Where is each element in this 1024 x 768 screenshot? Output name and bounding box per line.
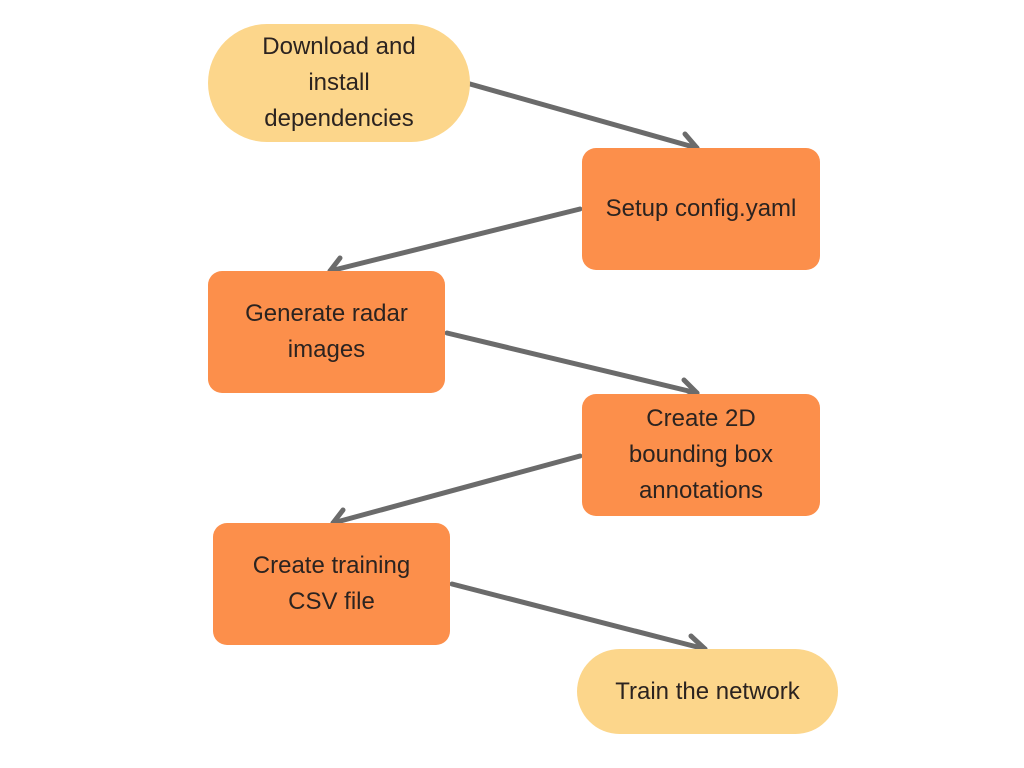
node-setup-label: Setup config.yaml bbox=[605, 195, 797, 222]
arrow-annotate-to-csv bbox=[330, 453, 583, 531]
arrow-download-to-setup bbox=[467, 81, 700, 155]
node-setup-config: Setup config.yaml bbox=[582, 148, 820, 270]
node-train-label: Train the network bbox=[615, 677, 800, 705]
node-train-network: Train the network bbox=[577, 649, 838, 734]
arrow-csv-to-train bbox=[449, 581, 708, 657]
arrow-generate-to-annotate bbox=[444, 330, 700, 401]
arrow-setup-to-generate bbox=[327, 206, 583, 279]
